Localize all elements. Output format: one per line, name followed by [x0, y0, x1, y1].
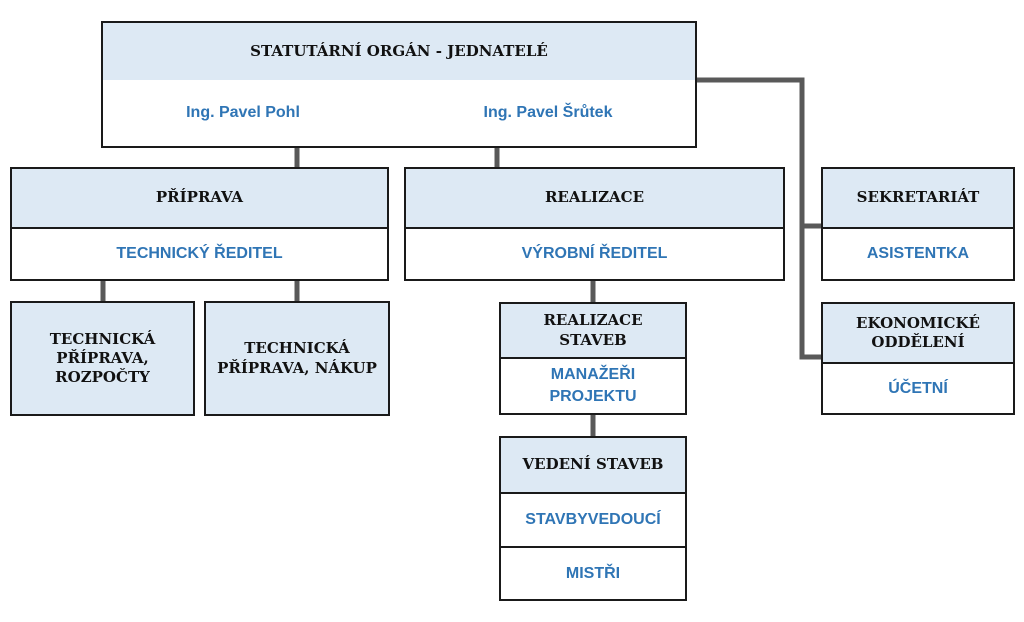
tech-purchase-line1: TECHNICKÁ — [244, 339, 350, 358]
tech-budgets-title: TECHNICKÁ PŘÍPRAVA, ROZPOČTY — [12, 303, 193, 414]
project-managers-line2: PROJEKTU — [549, 388, 637, 405]
foremen: MISTŘI — [501, 546, 685, 599]
site-management-title: VEDENÍ STAVEB — [501, 438, 685, 492]
tech-purchase-title: TECHNICKÁ PŘÍPRAVA, NÁKUP — [206, 303, 388, 414]
realizace-box: REALIZACE VÝROBNÍ ŘEDITEL — [404, 167, 785, 281]
project-managers: MANAŽEŘI PROJEKTU — [501, 357, 685, 413]
connector-top-to-staff — [696, 77, 822, 360]
tech-budgets-box: TECHNICKÁ PŘÍPRAVA, ROZPOČTY — [10, 301, 195, 416]
sekretariat-box: SEKRETARIÁT ASISTENTKA — [821, 167, 1015, 281]
statutory-body-box: STATUTÁRNÍ ORGÁN - JEDNATELÉ Ing. Pavel … — [101, 21, 697, 148]
construction-title: REALIZACE STAVEB — [501, 304, 685, 357]
tech-budgets-line3: ROZPOČTY — [55, 368, 150, 387]
tech-purchase-box: TECHNICKÁ PŘÍPRAVA, NÁKUP — [204, 301, 390, 416]
construction-box: REALIZACE STAVEB MANAŽEŘI PROJEKTU — [499, 302, 687, 415]
economic-dept-title: EKONOMICKÉ ODDĚLENÍ — [823, 304, 1013, 362]
construction-line1: REALIZACE — [543, 311, 643, 330]
accountant: ÚČETNÍ — [823, 362, 1013, 413]
director-srutek: Ing. Pavel Šrůtek — [483, 104, 613, 121]
director-pohl: Ing. Pavel Pohl — [186, 104, 300, 121]
tech-purchase-line2: PŘÍPRAVA, NÁKUP — [217, 358, 377, 377]
realizace-title: REALIZACE — [406, 169, 783, 227]
economic-dept-line1: EKONOMICKÉ — [856, 313, 980, 332]
statutory-body-title: STATUTÁRNÍ ORGÁN - JEDNATELÉ — [103, 23, 695, 80]
economic-dept-box: EKONOMICKÉ ODDĚLENÍ ÚČETNÍ — [821, 302, 1015, 415]
site-managers: STAVBYVEDOUCÍ — [501, 492, 685, 546]
assistant: ASISTENTKA — [823, 227, 1013, 279]
priprava-box: PŘÍPRAVA TECHNICKÝ ŘEDITEL — [10, 167, 389, 281]
construction-line2: STAVEB — [559, 330, 627, 349]
priprava-title: PŘÍPRAVA — [12, 169, 387, 227]
tech-budgets-line1: TECHNICKÁ — [49, 329, 156, 348]
sekretariat-title: SEKRETARIÁT — [823, 169, 1013, 227]
project-managers-line1: MANAŽEŘI — [550, 366, 636, 384]
tech-budgets-line2: PŘÍPRAVA, — [56, 348, 149, 367]
site-management-box: VEDENÍ STAVEB STAVBYVEDOUCÍ MISTŘI — [499, 436, 687, 601]
economic-dept-line2: ODDĚLENÍ — [871, 333, 965, 351]
production-director: VÝROBNÍ ŘEDITEL — [406, 227, 783, 279]
technical-director: TECHNICKÝ ŘEDITEL — [12, 227, 387, 279]
